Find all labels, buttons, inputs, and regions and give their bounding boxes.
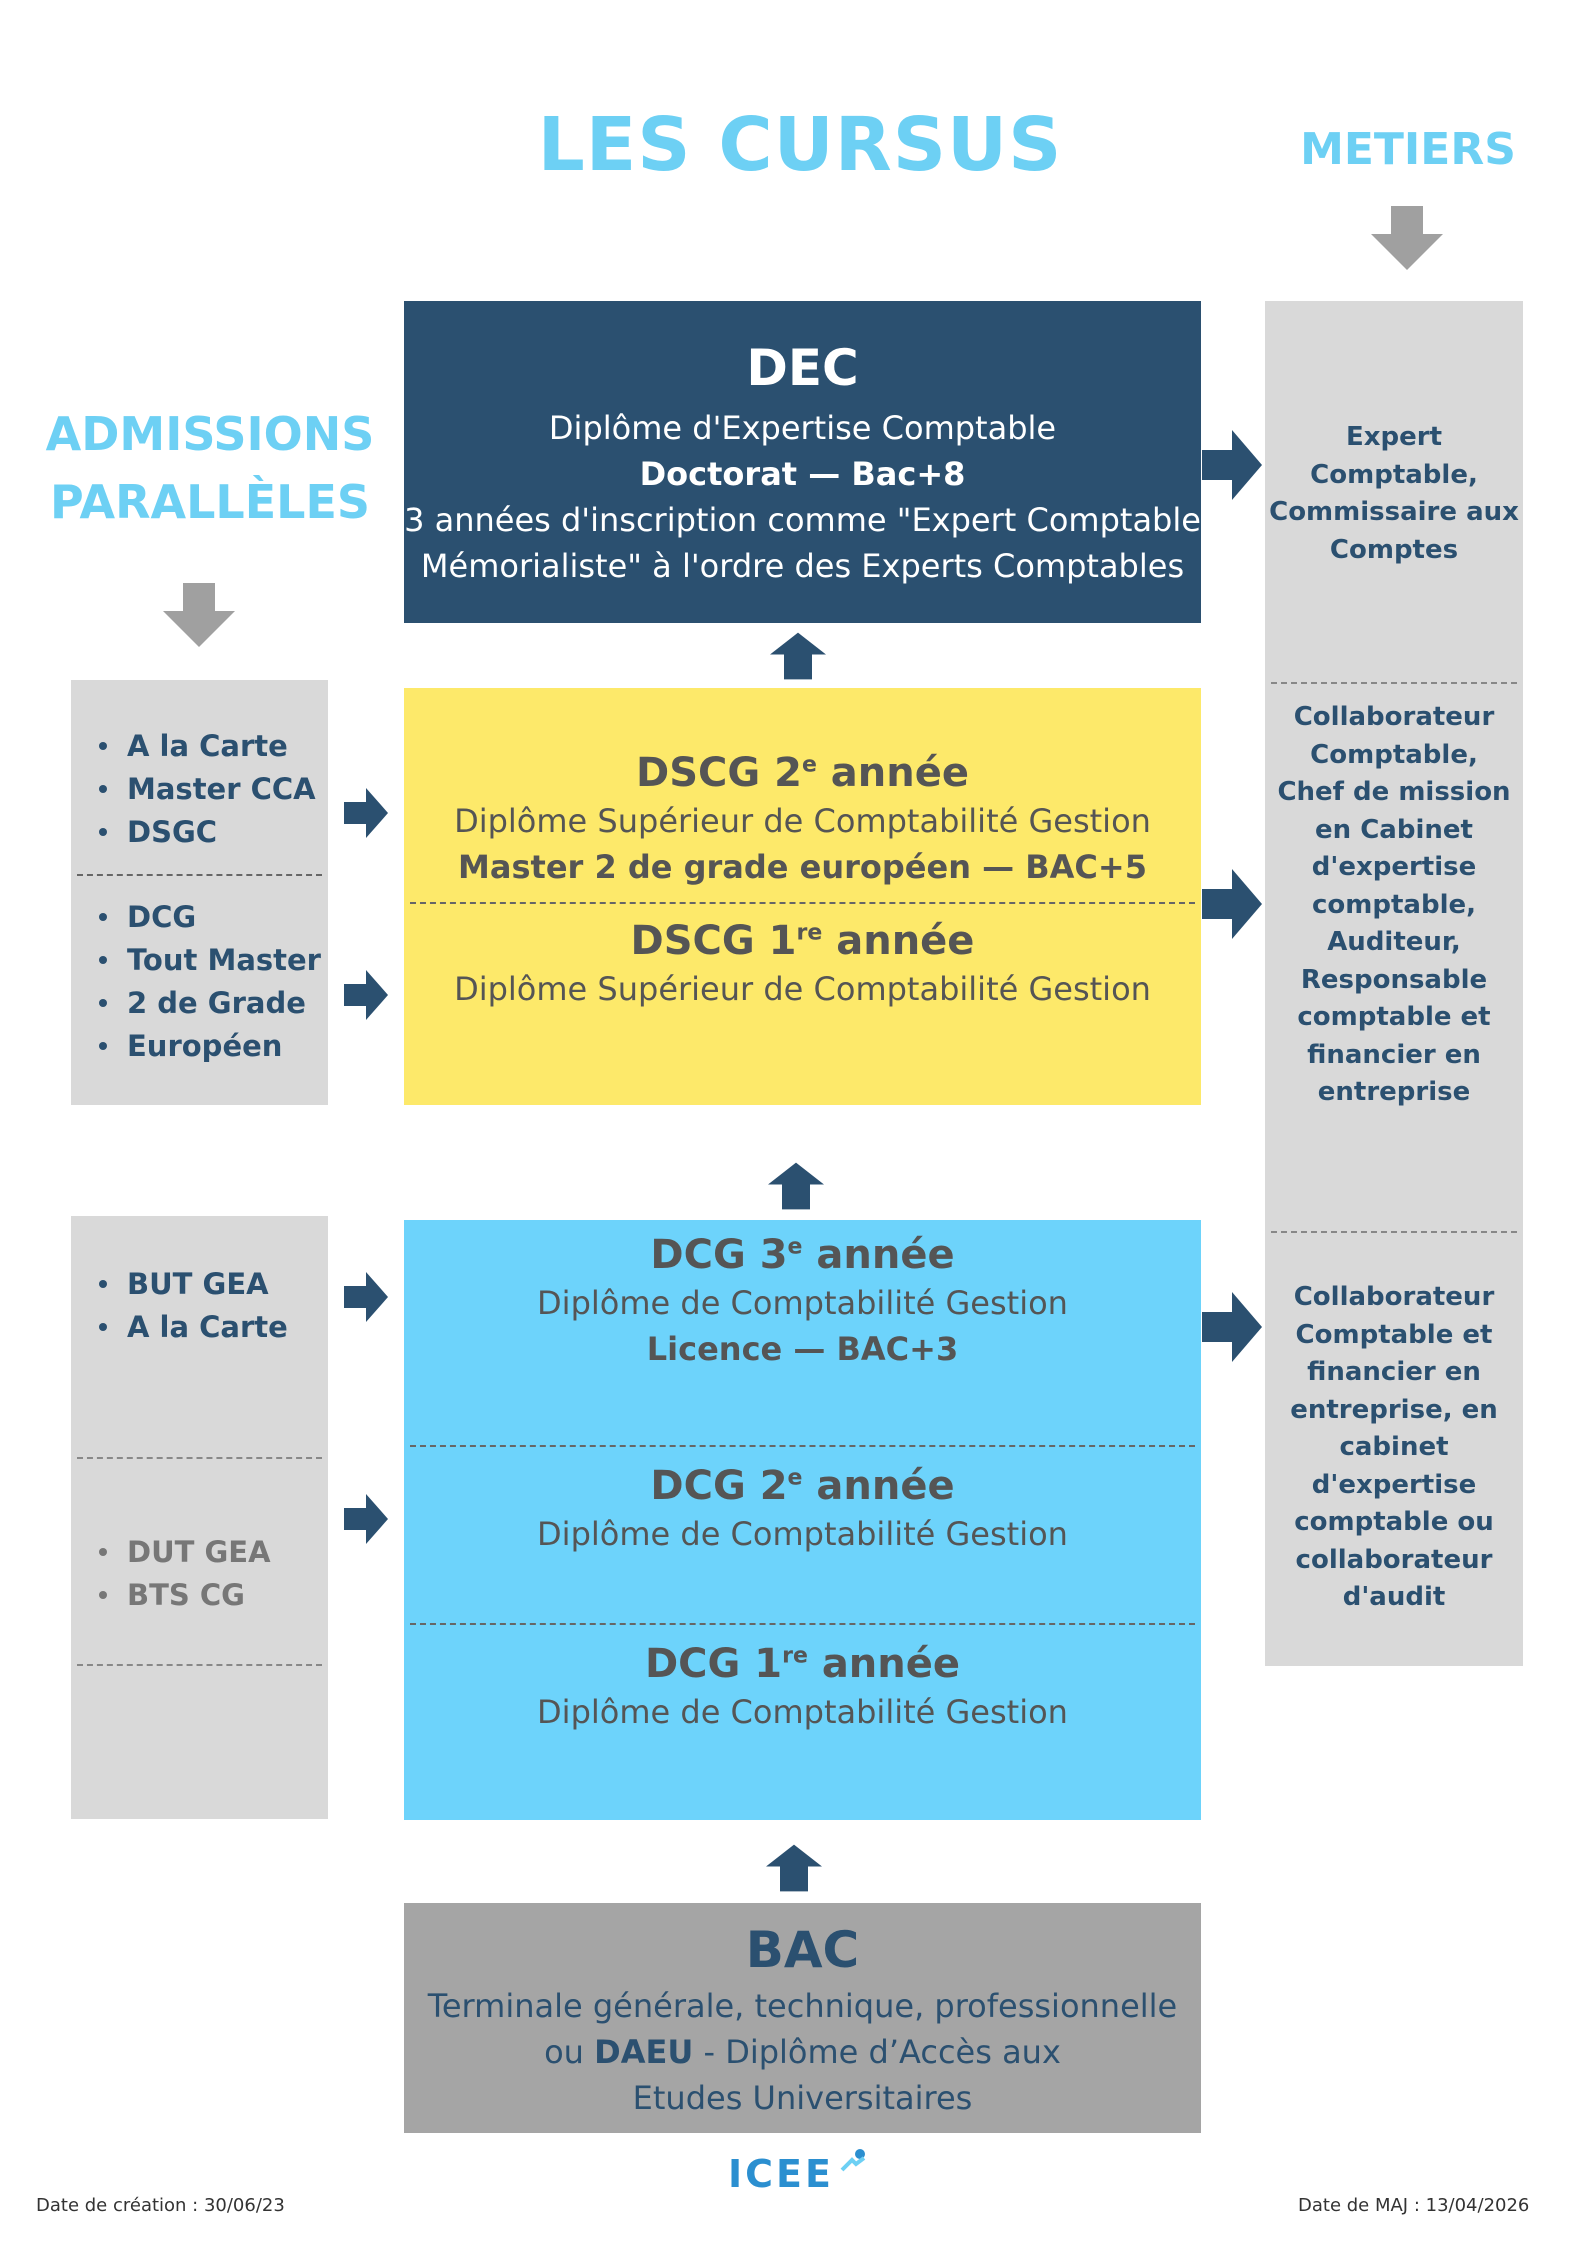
metiers-divider-1 bbox=[1271, 682, 1517, 684]
dscg-year2-line1: Diplôme Supérieur de Comptabilité Gestio… bbox=[454, 802, 1151, 840]
right-arrow-icon bbox=[344, 788, 388, 838]
metiers-dec: Expert Comptable, Commissaire aux Compte… bbox=[1269, 422, 1519, 565]
right-arrow-icon bbox=[1202, 1292, 1262, 1362]
admissions-dcg-list-2: DUT GEA BTS CG bbox=[91, 1531, 328, 1617]
metiers-dcg: Collaborateur Comptable et financier en … bbox=[1290, 1282, 1498, 1612]
dec-line3: 3 années d'inscription comme "Expert Com… bbox=[404, 501, 1201, 539]
dscg-year2-line2: Master 2 de grade européen — BAC+5 bbox=[458, 848, 1147, 886]
dscg-year1-title: DSCG 1re année bbox=[630, 918, 975, 964]
dcg-divider-2 bbox=[410, 1623, 1195, 1625]
list-item: BTS CG bbox=[91, 1574, 328, 1617]
admissions-down-arrow-icon bbox=[163, 583, 235, 647]
dcg-year1-title: DCG 1re année bbox=[644, 1641, 961, 1687]
dec-line1: Diplôme d'Expertise Comptable bbox=[548, 409, 1057, 447]
dcg-year2-line1: Diplôme de Comptabilité Gestion bbox=[537, 1515, 1068, 1553]
right-arrow-icon bbox=[1202, 430, 1262, 500]
dec-line2: Doctorat — Bac+8 bbox=[639, 455, 966, 493]
list-item: DCG bbox=[91, 896, 328, 939]
dec-title: DEC bbox=[746, 339, 859, 397]
metiers-panel: Expert Comptable, Commissaire aux Compte… bbox=[1265, 301, 1523, 1666]
dscg-divider bbox=[410, 902, 1195, 904]
admissions-heading-line1: ADMISSIONS bbox=[45, 407, 375, 461]
list-item: DUT GEA bbox=[91, 1531, 328, 1574]
list-item: Master CCA bbox=[91, 768, 328, 811]
admissions-dscg-panel: A la Carte Master CCA DSGC DCG Tout Mast… bbox=[71, 680, 328, 1105]
footer-created-date: Date de création : 30/06/23 bbox=[36, 2195, 285, 2216]
dscg-year2-title: DSCG 2e année bbox=[635, 750, 970, 796]
list-item: DSGC bbox=[91, 811, 328, 854]
admissions-dcg-divider-1 bbox=[77, 1457, 322, 1459]
list-item: BUT GEA bbox=[91, 1263, 328, 1306]
dcg-year3-title: DCG 3e année bbox=[650, 1232, 955, 1278]
bac-line1: Terminale générale, technique, professio… bbox=[427, 1987, 1178, 2025]
list-item: 2 de Grade bbox=[91, 982, 328, 1025]
up-arrow-icon bbox=[770, 632, 826, 680]
admissions-dcg-divider-2 bbox=[77, 1664, 322, 1666]
dcg-box: DCG 3e année Diplôme de Comptabilité Ges… bbox=[404, 1220, 1201, 1820]
dcg-year2-title: DCG 2e année bbox=[650, 1463, 955, 1509]
footer-updated-date: Date de MAJ : 13/04/2026 bbox=[1298, 2195, 1530, 2216]
dcg-year3-line2: Licence — BAC+3 bbox=[646, 1330, 959, 1368]
dec-line4: Mémorialiste" à l'ordre des Experts Comp… bbox=[420, 547, 1185, 585]
icee-logo: ICEE bbox=[728, 2148, 868, 2198]
dcg-year1-line1: Diplôme de Comptabilité Gestion bbox=[537, 1693, 1068, 1731]
up-arrow-icon bbox=[766, 1844, 822, 1892]
metiers-dscg: Collaborateur Comptable, Chef de mission… bbox=[1277, 702, 1511, 1107]
dcg-divider-1 bbox=[410, 1445, 1195, 1447]
list-item: A la Carte bbox=[91, 725, 328, 768]
admissions-heading: ADMISSIONS PARALLÈLES bbox=[30, 400, 390, 536]
dscg-year1-line1: Diplôme Supérieur de Comptabilité Gestio… bbox=[454, 970, 1151, 1008]
right-arrow-icon bbox=[1202, 869, 1262, 939]
admissions-heading-line2: PARALLÈLES bbox=[49, 475, 371, 529]
metiers-down-arrow-icon bbox=[1371, 206, 1443, 270]
right-arrow-icon bbox=[344, 970, 388, 1020]
list-item: A la Carte bbox=[91, 1306, 328, 1349]
list-item: Tout Master bbox=[91, 939, 328, 982]
page-title: LES CURSUS bbox=[537, 102, 1063, 188]
admissions-dscg-list-2: DCG Tout Master 2 de Grade Européen bbox=[91, 896, 328, 1068]
dec-box: DEC Diplôme d'Expertise Comptable Doctor… bbox=[404, 301, 1201, 623]
admissions-dcg-list-1: BUT GEA A la Carte bbox=[91, 1263, 328, 1349]
admissions-dcg-panel: BUT GEA A la Carte DUT GEA BTS CG bbox=[71, 1216, 328, 1819]
logo-mark-icon bbox=[840, 2149, 866, 2172]
metiers-divider-2 bbox=[1271, 1231, 1517, 1233]
dcg-year3-line1: Diplôme de Comptabilité Gestion bbox=[537, 1284, 1068, 1322]
bac-title: BAC bbox=[745, 1921, 860, 1979]
right-arrow-icon bbox=[344, 1272, 388, 1322]
list-item: Européen bbox=[91, 1025, 328, 1068]
right-arrow-icon bbox=[344, 1494, 388, 1544]
bac-box: BAC Terminale générale, technique, profe… bbox=[404, 1903, 1201, 2133]
bac-line3: Etudes Universitaires bbox=[632, 2079, 973, 2117]
metiers-heading: METIERS bbox=[1300, 124, 1516, 175]
up-arrow-icon bbox=[768, 1162, 824, 1210]
admissions-dscg-divider bbox=[77, 874, 322, 876]
admissions-dscg-list-1: A la Carte Master CCA DSGC bbox=[91, 725, 328, 854]
bac-line2: ou DAEU - Diplôme d’Accès aux bbox=[544, 2033, 1061, 2071]
dscg-box: DSCG 2e année Diplôme Supérieur de Compt… bbox=[404, 688, 1201, 1105]
